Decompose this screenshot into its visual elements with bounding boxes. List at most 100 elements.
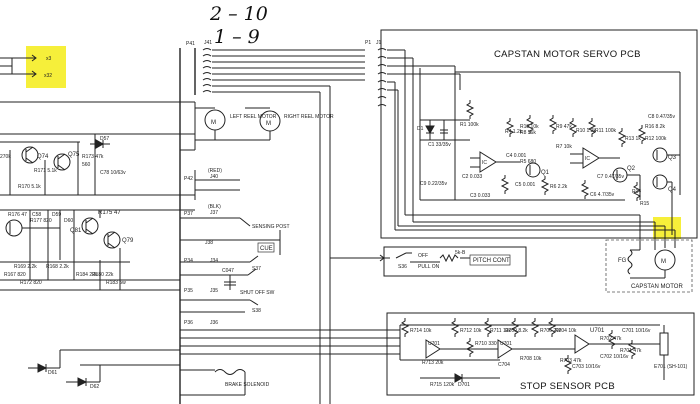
label-r167: R167 820 <box>4 272 26 278</box>
label-r171: R171 5.1k <box>34 168 57 174</box>
connector-coil <box>377 80 387 83</box>
label-q1: Q1 <box>541 170 550 176</box>
label-5kb: 5k-B <box>455 250 466 256</box>
connector-coil <box>377 72 387 75</box>
label-c58: C58 <box>32 212 41 218</box>
label-r714: R714 10k <box>410 328 432 334</box>
handwritten-note-2: 1 – 9 <box>214 26 260 48</box>
label-c78: C78 10/63v <box>100 170 126 176</box>
capstan-servo-pcb: CAPSTAN MOTOR SERVO PCB P1 J1 <box>365 29 698 239</box>
label-ic1a: IC <box>482 160 487 166</box>
resistor <box>607 330 617 349</box>
connector-coil <box>202 66 212 69</box>
label-sensing-post: SENSING POST <box>252 224 290 230</box>
connector-coil <box>377 56 387 59</box>
label-r5: R5 680 <box>520 159 536 165</box>
label-r704: R704 10k <box>555 328 577 334</box>
label-p37: P37 <box>184 211 193 217</box>
label-pull-on: PULL ON <box>418 264 440 270</box>
label-q74: Q74 <box>37 154 49 160</box>
label-capstan-m: M <box>661 259 666 265</box>
label-r13: R13 1k <box>625 136 641 142</box>
label-s36: S36 <box>398 264 407 270</box>
label-270k: 270k <box>0 154 11 160</box>
label-r711: R711 13k <box>490 328 512 334</box>
left-circuit-area: x3 x32 Q74 <box>0 54 180 390</box>
label-q4: Q4 <box>668 187 677 193</box>
resistor <box>510 318 520 337</box>
label-d60: D60 <box>64 218 73 224</box>
label-capstan-motor: CAPSTAN MOTOR <box>631 284 683 290</box>
left-reel-motor-m: M <box>211 120 216 126</box>
handwritten-note-1: 2 – 10 <box>209 3 268 25</box>
label-j36: J36 <box>210 320 218 326</box>
stop-pcb-title: STOP SENSOR PCB <box>520 381 615 392</box>
label-r709: R709 8.2k <box>505 328 528 334</box>
label-j40: J40 <box>210 174 218 180</box>
connector-coil <box>377 96 387 99</box>
label-s38: S38 <box>252 308 261 314</box>
label-right-reel-motor: RIGHT REEL MOTOR <box>284 114 334 120</box>
label-r713: R713 20k <box>422 360 444 366</box>
label-r177: R177 820 <box>30 218 52 224</box>
resistor <box>450 318 460 337</box>
label-j1: J1 <box>376 40 382 46</box>
label-q3: Q3 <box>668 155 677 161</box>
resistor <box>465 100 475 119</box>
label-d57: D57 <box>100 136 109 142</box>
resistor <box>400 318 410 337</box>
label-r14: R14 <box>632 189 641 195</box>
label-c7: C7 0.47/35v <box>597 174 624 180</box>
label-ic1b: IC <box>585 156 590 162</box>
resistor <box>548 115 558 134</box>
label-brake-solenoid: BRAKE SOLENOID <box>225 382 270 388</box>
label-r168: R168 2.2k <box>46 264 69 270</box>
label-r173: R173 47k <box>82 154 104 160</box>
label-u701b: U701 <box>500 341 512 347</box>
highlight-capstan-connector <box>653 217 681 239</box>
label-r706: R706 20k <box>540 328 562 334</box>
label-shut-off: SHUT OFF SW <box>240 290 275 296</box>
connector-coil <box>202 72 212 75</box>
label-c8: C8 0.47/35v <box>648 114 675 120</box>
label-r10: R10 1.2k <box>576 128 597 134</box>
label-pitch-cont: PITCH CONT <box>473 258 510 264</box>
cue-box <box>257 242 275 253</box>
label-p42: P42 <box>184 176 193 182</box>
label-red: (RED) <box>208 168 222 174</box>
connector-coil <box>377 88 387 91</box>
resistor <box>500 175 510 194</box>
label-r6: R6 2.2k <box>550 184 568 190</box>
label-u701a: U701 <box>428 341 440 347</box>
resistor <box>587 118 597 137</box>
label-560: 560 <box>82 162 91 168</box>
connector-coil <box>202 90 212 93</box>
label-r1: R1 100k <box>460 122 479 128</box>
resistor <box>505 118 515 137</box>
label-r175: R175 47 <box>98 210 121 216</box>
connector-coil <box>202 78 212 81</box>
label-off: OFF <box>418 253 428 259</box>
label-blk: (BLK) <box>208 204 221 210</box>
label-c2: C2 0.033 <box>462 174 483 180</box>
label-d701: D701 <box>458 382 470 388</box>
label-r8: R8 56k <box>520 130 536 136</box>
label-q81: Q81 <box>70 228 82 234</box>
label-p36: P36 <box>184 320 193 326</box>
label-r170: R170 5.1k <box>18 184 41 190</box>
label-fg: FG <box>618 258 627 264</box>
capstan-motor-block: FG M CAPSTAN MOTOR <box>605 215 693 293</box>
label-r169: R169 2.2k <box>14 264 37 270</box>
resistor <box>465 338 475 357</box>
label-left-reel-motor: LEFT REEL MOTOR <box>230 114 277 120</box>
label-r183: R183 5w <box>106 280 126 286</box>
label-r712: R712 10k <box>460 328 482 334</box>
connector-coil <box>202 60 212 63</box>
label-r11: R11 100k <box>595 128 617 134</box>
label-e701: E701 (SH-101) <box>654 364 688 370</box>
resistor <box>627 340 637 359</box>
resistor <box>568 118 578 137</box>
label-r703: R703 47k <box>560 358 582 364</box>
connector-coil <box>202 84 212 87</box>
